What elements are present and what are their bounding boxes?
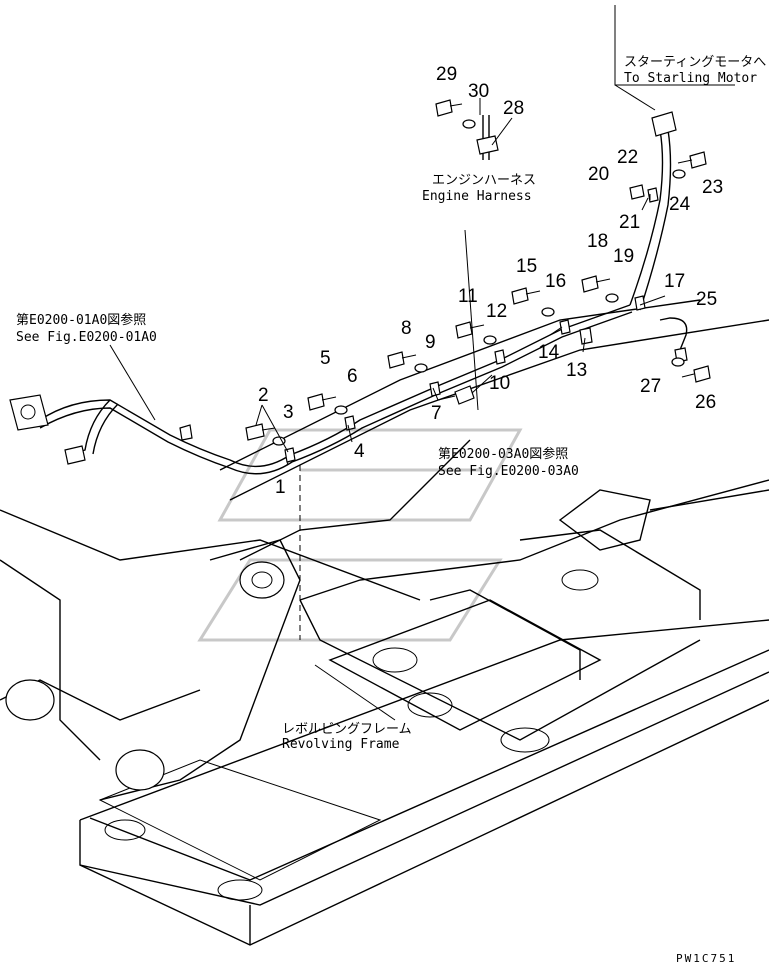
engine-harness-note-jp: エンジンハーネス [432,173,536,188]
callout-25: 25 [696,289,717,310]
callout-18: 18 [587,231,608,252]
callout-26: 26 [695,392,716,413]
callout-29: 29 [436,64,457,85]
watermark-logo [197,428,523,642]
callout-17: 17 [664,271,685,292]
callout-4: 4 [354,441,365,462]
callout-28: 28 [503,98,524,119]
leader-lines [109,5,735,721]
reference-note-1-en: See Fig.E0200-01A0 [16,330,157,345]
callout-3: 3 [283,402,294,423]
callout-27: 27 [640,376,661,397]
callout-10: 10 [489,373,510,394]
starting-motor-note-en: To Starling Motor [624,71,757,86]
callout-15: 15 [516,256,537,277]
revolving-frame-note-en: Revolving Frame [282,737,400,752]
callout-11: 11 [458,286,478,307]
engine-harness-note-en: Engine Harness [422,189,532,204]
callout-8: 8 [401,318,412,339]
callout-6: 6 [347,366,358,387]
callout-7: 7 [431,403,442,424]
callout-2: 2 [258,385,269,406]
starting-motor-note-jp: スターティングモータへ [624,55,766,70]
callout-22: 22 [617,147,638,168]
part-callouts: 1 2 3 4 5 6 7 8 9 10 11 12 13 14 15 16 1… [258,64,723,498]
callout-20: 20 [588,164,609,185]
callout-14: 14 [538,342,560,363]
drawing-code: PW1C751 [676,952,736,965]
callout-19: 19 [613,246,634,267]
callout-5: 5 [320,348,331,369]
fasteners [245,99,711,446]
callout-24: 24 [669,194,691,215]
callout-12: 12 [486,301,507,322]
callout-13: 13 [566,360,587,381]
revolving-frame-note-jp: レボルビングフレーム [282,722,412,737]
annotation-notes: スターティングモータへ To Starling Motor エンジンハーネス E… [16,55,766,752]
callout-23: 23 [702,177,723,198]
callout-1: 1 [275,477,286,498]
callout-21: 21 [619,212,640,233]
revolving-frame [0,299,769,946]
reference-note-1-jp: 第E0200-01A0図参照 [16,312,146,328]
callout-30: 30 [468,81,489,102]
reference-note-2-jp: 第E0200-03A0図参照 [438,446,568,462]
callout-16: 16 [545,271,566,292]
reference-note-2-en: See Fig.E0200-03A0 [438,464,579,479]
callout-9: 9 [425,332,436,353]
